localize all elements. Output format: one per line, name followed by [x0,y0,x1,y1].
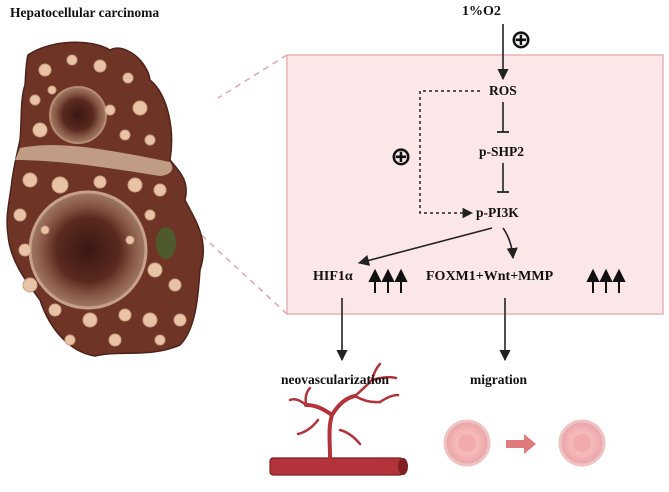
zoom-lines [171,54,288,315]
arrow-pi3k-hif [357,227,493,266]
node-ros: ROS [489,83,517,98]
up-arrow-icon [586,268,626,293]
gallbladder [156,227,176,259]
pathway-box [286,54,664,315]
plus-sign-o2: ⊕ [510,25,532,55]
migration-arrow [506,434,536,454]
node-foxm1-wnt-mmp: FOXM1+Wnt+MMP [426,269,554,284]
cell-nucleus-before [458,434,476,452]
liver-fissure [15,145,173,176]
up-arrow-icon [368,268,408,293]
figure-title: Hepatocellular carcinoma [10,5,160,20]
blood-vessel-illustration [269,362,408,476]
node-shp2: p-SHP2 [479,144,525,159]
node-migration: migration [470,372,527,387]
node-pi3k: p-PI3K [476,205,519,220]
tumor-lower [28,190,148,310]
node-hif1a: HIF1α [313,269,353,284]
dashed-ros-pi3k [419,90,480,219]
node-neovascularization: neovascularization [281,372,389,387]
cell-nucleus-after [573,434,591,452]
node-oxygen: 1%O2 [462,4,501,19]
liver-illustration [6,41,205,357]
plus-sign-feedback: ⊕ [390,142,412,172]
arrow-pi3k-foxm [502,227,518,260]
liver-nodules [13,54,187,347]
tumor-upper [49,86,107,144]
